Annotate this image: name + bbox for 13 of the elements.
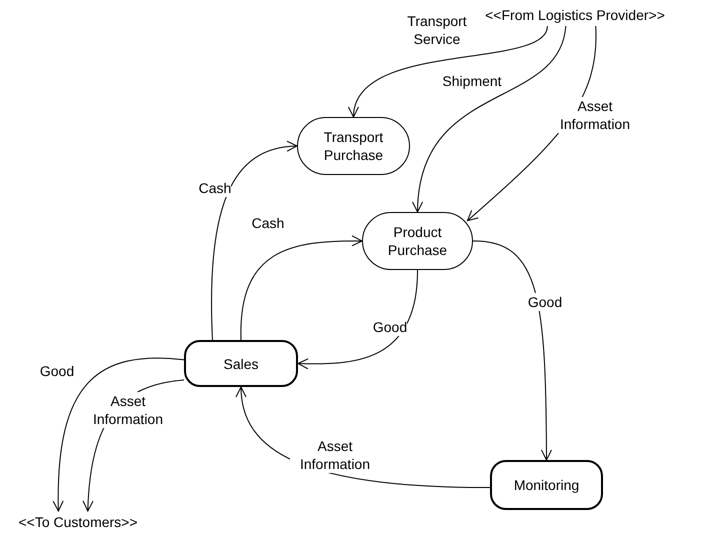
- arrow: [413, 26, 566, 212]
- arrow: [472, 240, 552, 460]
- process-node: Product Purchase: [362, 212, 473, 270]
- arrow: [240, 236, 362, 340]
- arrow: [350, 26, 548, 118]
- arrow: [298, 270, 418, 370]
- process-node: Transport Purchase: [297, 117, 410, 175]
- process-node: Monitoring: [490, 460, 603, 510]
- arrow: [211, 141, 298, 340]
- process-node: Sales: [184, 340, 298, 387]
- stereotype-label: <<To Customers>>: [8, 511, 148, 533]
- arrow: [52, 358, 184, 512]
- edge-label: Good: [528, 293, 562, 311]
